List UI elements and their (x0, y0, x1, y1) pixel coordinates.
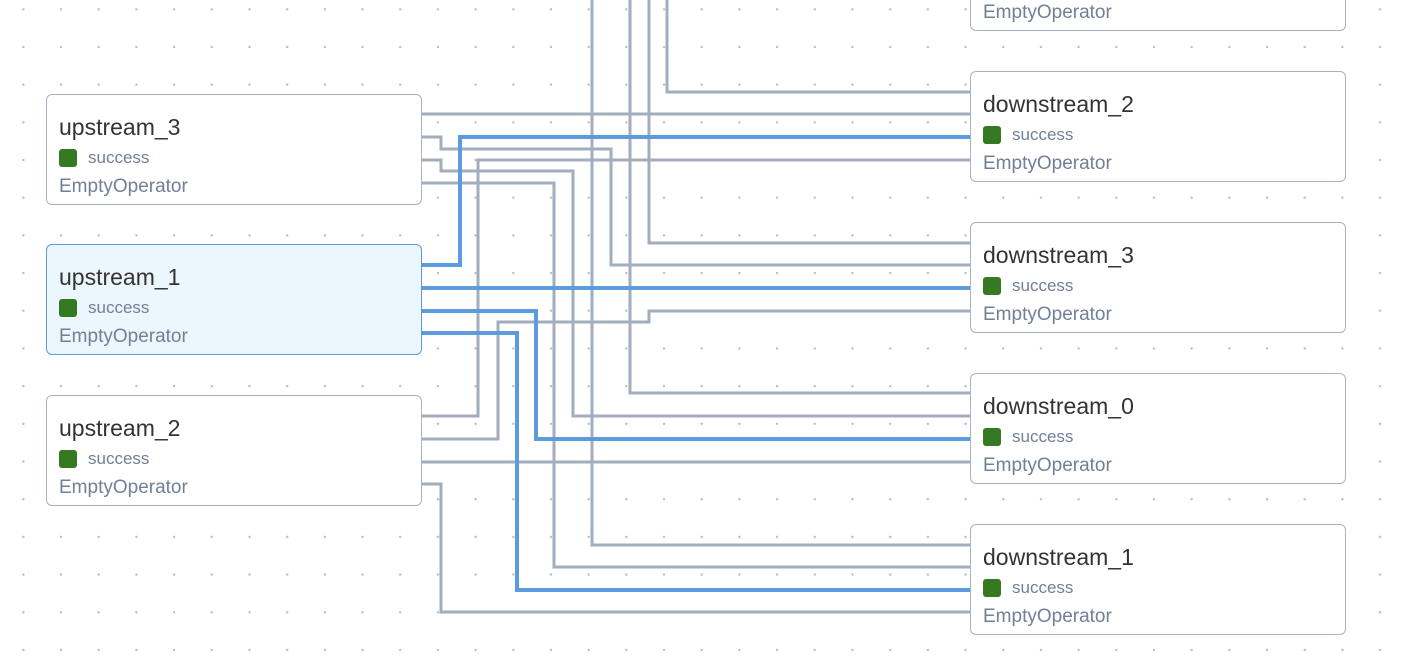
edge-upstream_1-to-downstream_0 (421, 309, 970, 441)
task-status: success (983, 125, 1073, 145)
task-status: success (983, 427, 1073, 447)
task-node-downstream-3[interactable]: downstream_3 success EmptyOperator (970, 222, 1346, 333)
task-name: upstream_1 (59, 264, 181, 290)
task-node-downstream-2[interactable]: downstream_2 success EmptyOperator (970, 71, 1346, 182)
task-operator: EmptyOperator (983, 2, 1112, 23)
task-name: upstream_2 (59, 415, 181, 441)
edge-upstream_2-to-downstream_1 (421, 482, 970, 614)
task-node-downstream-1[interactable]: downstream_1 success EmptyOperator (970, 524, 1346, 635)
edge-upstream_1-to-downstream_1 (421, 331, 970, 592)
task-status: success (59, 449, 149, 469)
task-name: upstream_3 (59, 114, 181, 140)
status-label: success (88, 298, 150, 317)
task-node-top-partial[interactable]: EmptyOperator (970, 0, 1346, 31)
edge-upstream_2-to-downstream_3 (421, 309, 970, 441)
edge-upstream_3-to-downstream_0 (421, 158, 970, 418)
task-node-upstream-3[interactable]: upstream_3 success EmptyOperator (46, 94, 422, 205)
status-label: success (88, 148, 150, 167)
task-operator: EmptyOperator (59, 176, 188, 197)
task-node-upstream-1[interactable]: upstream_1 success EmptyOperator (46, 244, 422, 355)
task-node-downstream-0[interactable]: downstream_0 success EmptyOperator (970, 373, 1346, 484)
task-operator: EmptyOperator (983, 304, 1112, 325)
status-label: success (1012, 427, 1074, 446)
task-status: success (983, 578, 1073, 598)
success-status-icon (983, 428, 1001, 446)
status-label: success (1012, 578, 1074, 597)
success-status-icon (59, 149, 77, 167)
task-name: downstream_3 (983, 242, 1134, 268)
task-name: downstream_1 (983, 544, 1134, 570)
status-label: success (88, 449, 150, 468)
success-status-icon (983, 579, 1001, 597)
edge-offscreen-to-downstream_2 (665, 0, 970, 94)
task-name: downstream_0 (983, 393, 1134, 419)
edge-offscreen-to-downstream_0 (628, 0, 970, 395)
edge-upstream_3-to-downstream_1 (421, 181, 970, 569)
task-operator: EmptyOperator (983, 153, 1112, 174)
task-operator: EmptyOperator (983, 606, 1112, 627)
task-operator: EmptyOperator (59, 326, 188, 347)
task-status: success (59, 298, 149, 318)
success-status-icon (983, 126, 1001, 144)
task-operator: EmptyOperator (983, 455, 1112, 476)
task-name: downstream_2 (983, 91, 1134, 117)
success-status-icon (983, 277, 1001, 295)
task-node-upstream-2[interactable]: upstream_2 success EmptyOperator (46, 395, 422, 506)
task-status: success (59, 148, 149, 168)
edge-offscreen-to-downstream_3 (647, 0, 970, 245)
edge-upstream_3-to-downstream_3 (421, 135, 970, 267)
task-status: success (983, 276, 1073, 296)
status-label: success (1012, 276, 1074, 295)
success-status-icon (59, 299, 77, 317)
success-status-icon (59, 450, 77, 468)
status-label: success (1012, 125, 1074, 144)
task-operator: EmptyOperator (59, 477, 188, 498)
edge-upstream_1-to-downstream_2 (421, 135, 970, 267)
edge-offscreen-to-downstream_1 (590, 0, 970, 547)
